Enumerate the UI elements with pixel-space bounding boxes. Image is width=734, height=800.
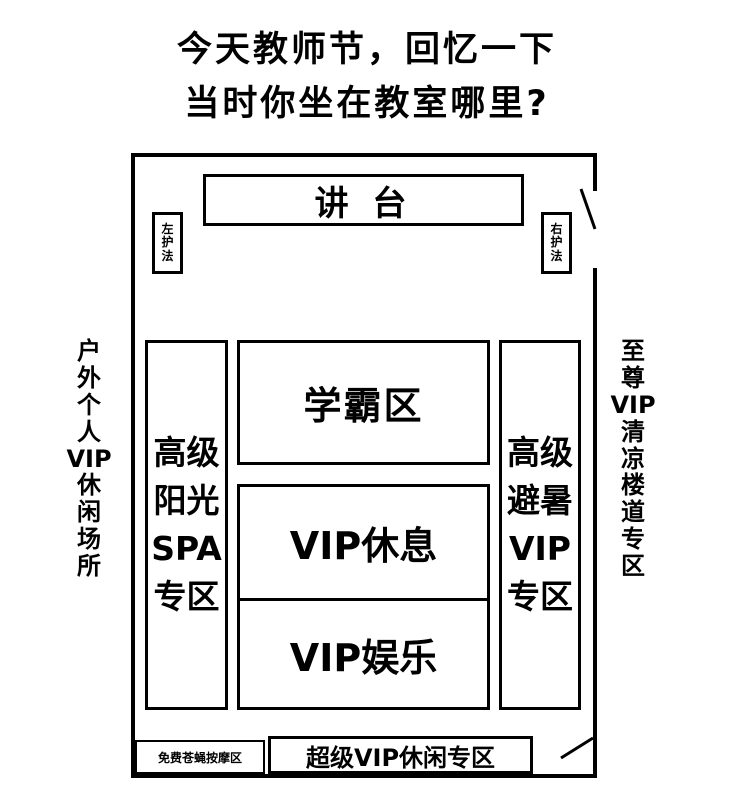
front-door-icon [579, 188, 597, 230]
super-vip-leisure-zone: 超级VIP休闲专区 [268, 736, 533, 774]
outdoor-label-char: 个 [77, 390, 101, 419]
stairwell-label-char: 区 [621, 552, 645, 580]
right-zone-line: VIP [508, 529, 571, 568]
right-guard-box: 右 护 法 [541, 212, 572, 274]
vip-rest-zone: VIP休息 [237, 484, 490, 601]
left-sunshine-spa-zone: 高级 阳光 SPA 专区 [145, 340, 228, 710]
outdoor-label-char: 场 [77, 525, 101, 554]
stairwell-label-char: 清 [621, 417, 645, 446]
outdoor-label-char: 外 [77, 363, 101, 392]
outdoor-label-char: 人 [77, 417, 101, 446]
title-line-2: 当时你坐在教室哪里? [184, 84, 550, 124]
left-guard-char: 左 [161, 221, 174, 236]
outdoor-label-char: 户 [77, 337, 101, 365]
stairwell-label-char: 凉 [621, 444, 645, 473]
wall-right-lower [593, 268, 597, 778]
stairwell-label-char: VIP [610, 390, 656, 419]
right-zone-line: 专区 [507, 576, 573, 616]
vip-entertainment-zone: VIP娱乐 [237, 598, 490, 710]
left-zone-line: 高级 [153, 433, 220, 473]
stairwell-label-char: 楼 [621, 471, 645, 500]
outdoor-vip-label: 户 外 个 人 VIP 休 闲 场 所 [56, 338, 122, 580]
stairwell-label-char: 尊 [621, 363, 645, 392]
wall-bottom [131, 774, 597, 778]
left-zone-line: SPA [151, 529, 222, 568]
left-guard-box: 左 护 法 [152, 212, 183, 274]
stairwell-vip-label: 至 尊 VIP 清 凉 楼 道 专 区 [603, 338, 663, 580]
right-zone-line: 高级 [507, 433, 573, 473]
right-cooling-vip-zone: 高级 避暑 VIP 专区 [499, 340, 581, 710]
right-guard-char: 右 [550, 221, 563, 236]
outdoor-label-char: 休 [77, 471, 101, 500]
outdoor-label-char: VIP [66, 444, 112, 473]
wall-top [131, 153, 597, 157]
right-guard-char: 护 [550, 235, 563, 250]
free-fly-massage-zone: 免费苍蝇按摩区 [135, 740, 265, 774]
title-line-1: 今天教师节，回忆一下 [176, 30, 557, 70]
stairwell-label-char: 至 [621, 337, 645, 365]
left-guard-char: 法 [161, 248, 174, 263]
podium: 讲 台 [203, 174, 524, 226]
stairwell-label-char: 道 [621, 498, 645, 527]
back-door-icon [560, 736, 594, 760]
outdoor-label-char: 所 [77, 552, 101, 580]
right-guard-char: 法 [550, 248, 563, 263]
left-guard-char: 护 [161, 235, 174, 250]
top-student-zone: 学霸区 [237, 340, 490, 465]
outdoor-label-char: 闲 [77, 498, 101, 527]
stairwell-label-char: 专 [621, 525, 645, 554]
wall-left [131, 153, 135, 778]
wall-right-upper [593, 153, 597, 191]
left-zone-line: 阳光 [153, 481, 220, 521]
right-zone-line: 避暑 [507, 481, 573, 521]
left-zone-line: 专区 [153, 576, 220, 616]
